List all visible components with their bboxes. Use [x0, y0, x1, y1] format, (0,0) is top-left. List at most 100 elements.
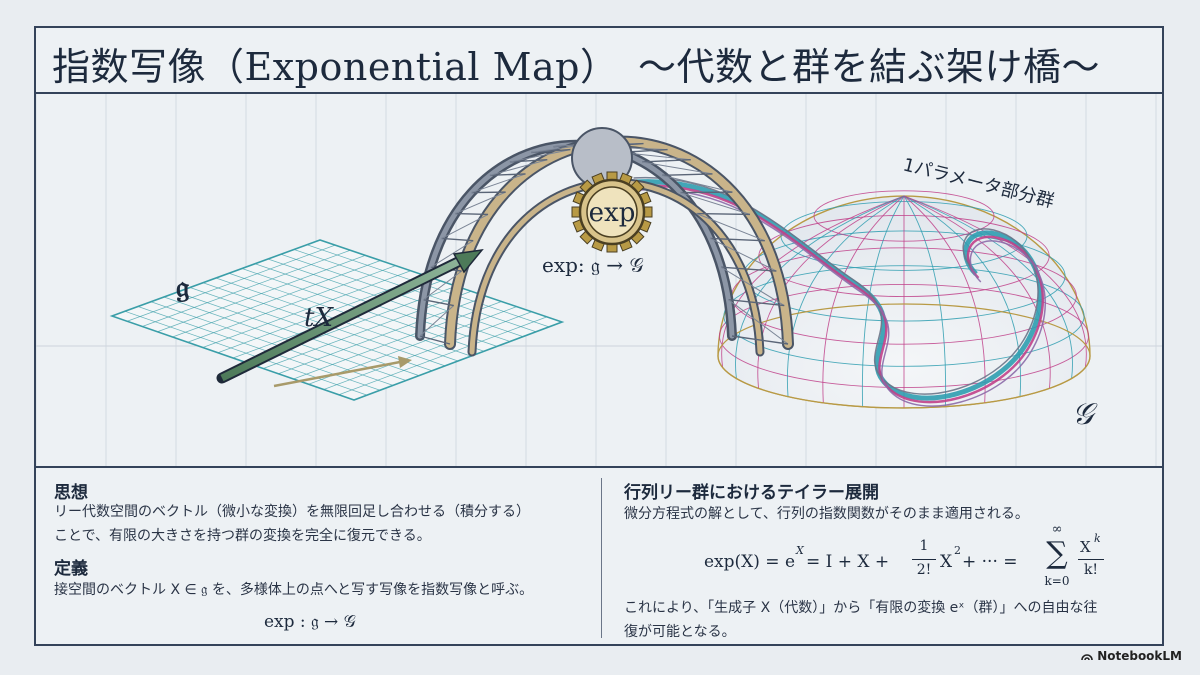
panel-divider	[601, 478, 602, 638]
bridge-truss-strut	[455, 212, 489, 216]
plane-grid-line	[263, 290, 472, 369]
bridge-truss-diagonal	[710, 238, 777, 272]
bridge-truss-strut	[728, 298, 785, 307]
algebra-label: 𝔤	[176, 270, 189, 305]
frac-bar	[912, 559, 936, 560]
bridge-truss-strut	[509, 159, 548, 163]
bridge-truss-strut	[721, 266, 777, 272]
frac-denominator: 2!	[916, 562, 932, 578]
left-text-panel: 思想 リー代数空間のベクトル（微小な変換）を無限回足し合わせる（積分する） こと…	[36, 468, 600, 644]
bridge-truss-strut	[441, 237, 474, 242]
one-parameter-subgroup-curve	[633, 176, 1046, 407]
bridge-truss-diagonal	[641, 161, 713, 175]
dome-longitude	[903, 195, 986, 403]
dome-longitude	[786, 195, 905, 397]
sum-frac-bar	[1078, 559, 1104, 560]
bridge-truss-strut	[423, 298, 454, 307]
vector-label: tX	[304, 303, 334, 333]
tx-vector-arrow	[220, 254, 468, 382]
exp-gear-icon: exp	[571, 127, 653, 253]
bridge-truss-diagonal	[489, 159, 548, 176]
page-title: 指数写像（Exponential Map） ～代数と群を結ぶ架け橋～	[52, 45, 1101, 89]
subgroup-ribbon-strand	[638, 184, 1045, 404]
bridge-truss-diagonal	[696, 213, 765, 242]
bridge-truss-diagonal	[680, 192, 751, 215]
bridge-truss-diagonal	[661, 174, 733, 193]
formula-dots: + ··· =	[962, 552, 1018, 572]
notebooklm-badge: NotebookLM	[1081, 649, 1182, 663]
idea-line-2: ことで、有限の大きさを持つ群の変換を完全に復元できる。	[54, 528, 431, 544]
plane-grid-line	[293, 249, 537, 333]
badge-label: NotebookLM	[1097, 649, 1182, 663]
idea-line-1: リー代数空間のベクトル（微小な変換）を無限回足し合わせる（積分する）	[54, 504, 530, 520]
definition-heading: 定義	[54, 559, 88, 579]
sum-bottom: k=0	[1044, 574, 1070, 588]
vector-arrows	[216, 248, 484, 388]
definition-text: 接空間のベクトル X ∈ 𝔤 を、多様体上の点へと写す写像を指数写像と呼ぶ。	[54, 582, 534, 598]
formula-x2: X	[940, 552, 953, 572]
dome-longitude	[903, 195, 1022, 397]
sum-numerator-sup: k	[1094, 532, 1101, 545]
subgroup-ribbon-strand	[633, 176, 1039, 395]
tx-vector-head	[452, 248, 484, 274]
sum-denominator: k!	[1083, 562, 1099, 578]
bridge-truss-diagonal	[471, 173, 526, 194]
bridge-truss-diagonal	[423, 270, 462, 301]
conclusion-line-2: 復が可能となる。	[624, 624, 736, 640]
dome-longitude	[861, 195, 905, 407]
definition-formula: exp : 𝔤 → 𝒢	[264, 612, 356, 632]
sum-numerator: X	[1080, 538, 1091, 556]
dome-base	[717, 303, 1091, 409]
gear-label: exp	[589, 198, 636, 228]
bridge-truss-strut	[642, 159, 691, 163]
bridge-truss-diagonal	[728, 299, 789, 345]
notebooklm-logo-icon	[1081, 654, 1093, 661]
bridge-truss-strut	[662, 173, 713, 177]
dome-longitude	[903, 195, 947, 407]
plane-grid-line	[338, 316, 547, 396]
bridge-truss-strut	[731, 335, 789, 345]
bridge-truss-diagonal	[419, 305, 455, 337]
sum-top: ∞	[1051, 522, 1063, 537]
formula-sup-x: X	[796, 544, 804, 557]
formula-lhs: exp(X) = e	[704, 552, 796, 572]
bridge-truss-strut	[489, 173, 526, 177]
plane-grid-line	[323, 311, 532, 390]
plane-grid-line	[293, 301, 502, 380]
title-bar: 指数写像（Exponential Map） ～代数と群を結ぶ架け橋～	[36, 28, 1162, 94]
taylor-heading: 行列リー群におけるテイラー展開	[624, 483, 879, 503]
dome-longitude	[735, 195, 905, 379]
idea-heading: 思想	[54, 483, 88, 503]
bridge-truss-diagonal	[455, 191, 506, 215]
bridge-truss-strut	[419, 335, 451, 345]
dome-longitude	[822, 195, 905, 403]
small-vector-arrow	[273, 360, 401, 388]
bridge-truss-diagonal	[430, 240, 474, 268]
bridge-truss-diagonal	[441, 213, 489, 239]
dome-longitude	[903, 195, 1087, 368]
dome-longitude	[721, 195, 905, 368]
slide-frame: 指数写像（Exponential Map） ～代数と群を結ぶ架け橋～ exp �	[34, 26, 1164, 646]
group-label: 𝒢	[1072, 397, 1098, 432]
bridge-truss-diagonal	[509, 149, 571, 163]
small-vector-head	[398, 356, 412, 368]
subgroup-ribbon-strand	[635, 179, 1043, 401]
subgroup-ribbon-strand	[640, 188, 1046, 407]
bridge-truss-strut	[710, 237, 765, 242]
frac-numerator: 1	[919, 538, 929, 554]
diagram-panel: exp 𝔤 tX exp: 𝔤 → 𝒢 1パラメータ部分群 𝒢	[36, 94, 1162, 468]
gear-face	[586, 186, 638, 238]
bridge-truss-strut	[696, 212, 750, 216]
dome-longitude	[757, 195, 905, 389]
bridge-truss-diagonal	[720, 266, 785, 306]
formula-mid: = I + X +	[806, 552, 890, 572]
formula-sup-2: 2	[954, 544, 961, 557]
plane-grid-line	[308, 306, 517, 385]
map-label: exp: 𝔤 → 𝒢	[542, 253, 644, 277]
dome-longitude	[903, 195, 1051, 389]
right-text-panel: 行列リー群におけるテイラー展開 微分方程式の解として、行列の指数関数がそのまま適…	[602, 468, 1162, 644]
conclusion-line-1: これにより、「生成子 X（代数）」から「有限の変換 eˣ（群）」への自由な往	[624, 600, 1098, 616]
exp-map-illustration: exp 𝔤 tX exp: 𝔤 → 𝒢 1パラメータ部分群 𝒢	[36, 94, 1162, 466]
taylor-intro: 微分方程式の解として、行列の指数関数がそのまま適用される。	[624, 506, 1029, 522]
sum-symbol: ∑	[1046, 536, 1068, 571]
